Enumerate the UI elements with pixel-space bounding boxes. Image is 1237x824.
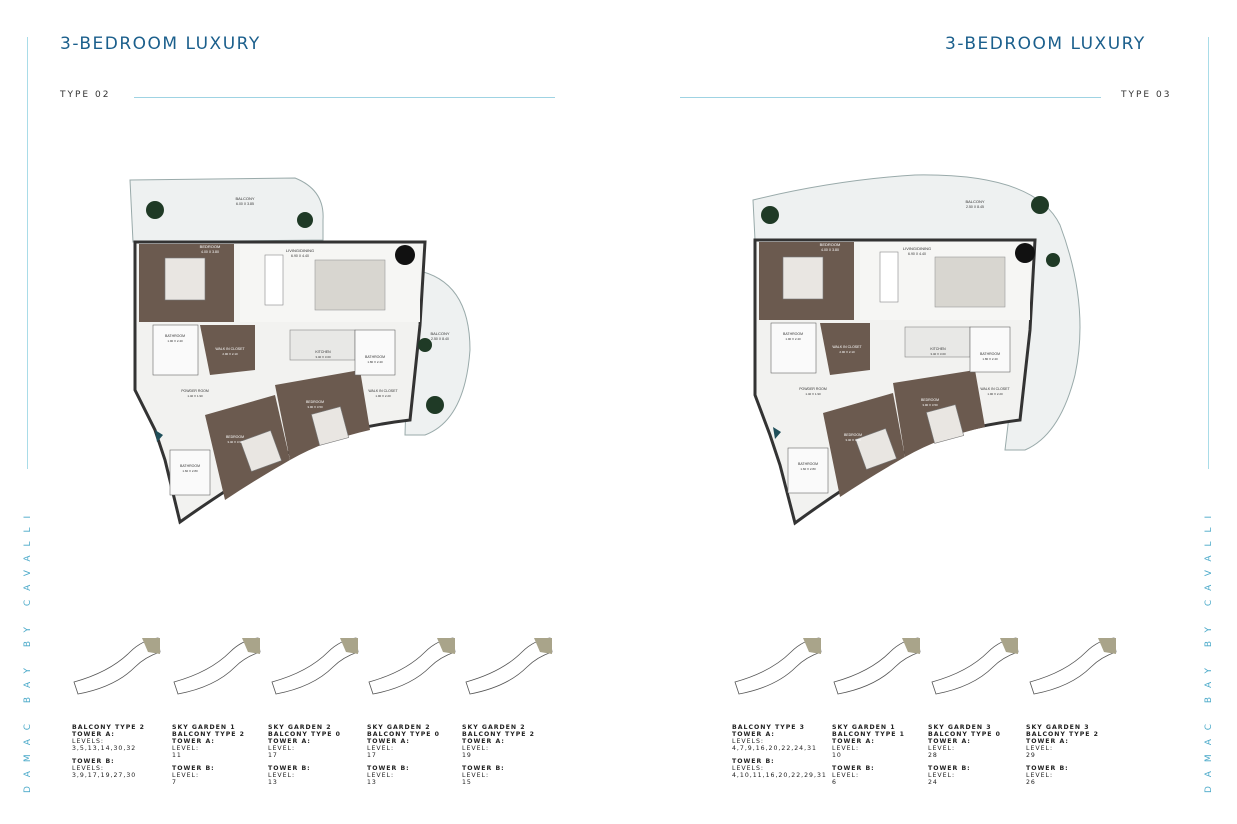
svg-text:POWDER ROOM: POWDER ROOM <box>799 387 827 391</box>
svg-text:BATHROOM: BATHROOM <box>980 352 1000 356</box>
right-edge-rule <box>1208 37 1209 469</box>
svg-text:BATHROOM: BATHROOM <box>180 464 200 468</box>
page-title-right: 3-BEDROOM LUXURY <box>945 34 1146 54</box>
svg-text:1.40 X 1.90: 1.40 X 1.90 <box>805 392 821 396</box>
svg-text:1.60 X 2.80: 1.60 X 2.80 <box>182 469 198 473</box>
type-label-right: TYPE 03 <box>1121 90 1172 100</box>
svg-text:WALK IN CLOSET: WALK IN CLOSET <box>980 387 1010 391</box>
svg-text:BALCONY: BALCONY <box>430 331 449 336</box>
svg-text:1.40 X 1.90: 1.40 X 1.90 <box>187 394 203 398</box>
svg-text:3.40 X 3.90: 3.40 X 3.90 <box>227 440 243 444</box>
svg-text:4.00 X 3.80: 4.00 X 3.80 <box>201 250 219 254</box>
svg-text:2.90 X 2.10: 2.90 X 2.10 <box>839 350 855 354</box>
svg-text:WALK IN CLOSET: WALK IN CLOSET <box>368 389 398 393</box>
type-rule-left <box>134 97 555 98</box>
key-plan-thumb <box>1029 637 1117 695</box>
svg-text:BEDROOM: BEDROOM <box>306 400 324 404</box>
svg-text:1.90 X 2.40: 1.90 X 2.40 <box>167 339 183 343</box>
floor-plan-type-02: BALCONY 6.00 X 3.85 BEDROOM 4.00 X 3.80 … <box>129 177 471 525</box>
svg-text:6.00 X 3.85: 6.00 X 3.85 <box>236 202 254 206</box>
type-label-left: TYPE 02 <box>60 90 111 100</box>
svg-text:BEDROOM: BEDROOM <box>200 244 221 249</box>
svg-text:1.80 X 2.40: 1.80 X 2.40 <box>367 360 383 364</box>
svg-text:BATHROOM: BATHROOM <box>165 334 185 338</box>
svg-text:1.80 X 2.40: 1.80 X 2.40 <box>982 357 998 361</box>
svg-text:4.00 X 3.80: 4.00 X 3.80 <box>821 248 839 252</box>
svg-text:BEDROOM: BEDROOM <box>921 398 939 402</box>
svg-text:KITCHEN: KITCHEN <box>930 347 946 351</box>
key-plan-thumb <box>734 637 822 695</box>
svg-text:3.90 X 3.50: 3.90 X 3.50 <box>307 405 323 409</box>
svg-text:POWDER ROOM: POWDER ROOM <box>181 389 209 393</box>
svg-text:BATHROOM: BATHROOM <box>365 355 385 359</box>
svg-text:BEDROOM: BEDROOM <box>820 242 841 247</box>
svg-text:WALK IN CLOSET: WALK IN CLOSET <box>832 345 862 349</box>
svg-text:2.50 X 8.40: 2.50 X 8.40 <box>431 337 449 341</box>
key-plan-thumb <box>833 637 921 695</box>
key-plan-thumb <box>368 637 456 695</box>
svg-text:6.90 X 4.40: 6.90 X 4.40 <box>908 252 926 256</box>
svg-text:KITCHEN: KITCHEN <box>315 350 331 354</box>
svg-text:2.90 X 2.10: 2.90 X 2.10 <box>222 352 238 356</box>
svg-text:LIVING/DINING: LIVING/DINING <box>903 246 931 251</box>
svg-text:1.90 X 2.20: 1.90 X 2.20 <box>987 392 1003 396</box>
svg-text:BEDROOM: BEDROOM <box>844 433 862 437</box>
svg-text:3.40 X 3.00: 3.40 X 3.00 <box>930 352 946 356</box>
svg-text:BEDROOM: BEDROOM <box>226 435 244 439</box>
key-plan-thumb <box>173 637 261 695</box>
svg-text:2.50 X 8.45: 2.50 X 8.45 <box>966 205 984 209</box>
brand-vertical-left: DAMAC BAY BY CAVALLI <box>23 506 33 793</box>
svg-text:LIVING/DINING: LIVING/DINING <box>286 248 314 253</box>
type-rule-right <box>680 97 1101 98</box>
svg-text:6.90 X 4.40: 6.90 X 4.40 <box>291 254 309 258</box>
left-edge-rule <box>27 37 28 469</box>
svg-text:BATHROOM: BATHROOM <box>783 332 803 336</box>
key-plan-thumb <box>73 637 161 695</box>
svg-text:BALCONY: BALCONY <box>965 199 984 204</box>
svg-text:3.40 X 3.90: 3.40 X 3.90 <box>845 438 861 442</box>
key-plan-thumb <box>271 637 359 695</box>
svg-text:BALCONY: BALCONY <box>235 196 254 201</box>
svg-text:1.60 X 2.80: 1.60 X 2.80 <box>800 467 816 471</box>
key-plan-thumb <box>465 637 553 695</box>
svg-text:1.90 X 2.20: 1.90 X 2.20 <box>375 394 391 398</box>
page-title-left: 3-BEDROOM LUXURY <box>60 34 261 54</box>
svg-text:BATHROOM: BATHROOM <box>798 462 818 466</box>
svg-text:3.90 X 3.50: 3.90 X 3.50 <box>922 403 938 407</box>
floor-plan-type-03: BALCONY 2.50 X 8.45 BEDROOM 4.00 X 3.80 … <box>752 174 1081 526</box>
svg-text:3.40 X 3.00: 3.40 X 3.00 <box>315 355 331 359</box>
svg-text:WALK IN CLOSET: WALK IN CLOSET <box>215 347 245 351</box>
brand-vertical-right: DAMAC BAY BY CAVALLI <box>1204 506 1214 793</box>
key-plan-thumb <box>931 637 1019 695</box>
svg-text:1.90 X 2.40: 1.90 X 2.40 <box>785 337 801 341</box>
